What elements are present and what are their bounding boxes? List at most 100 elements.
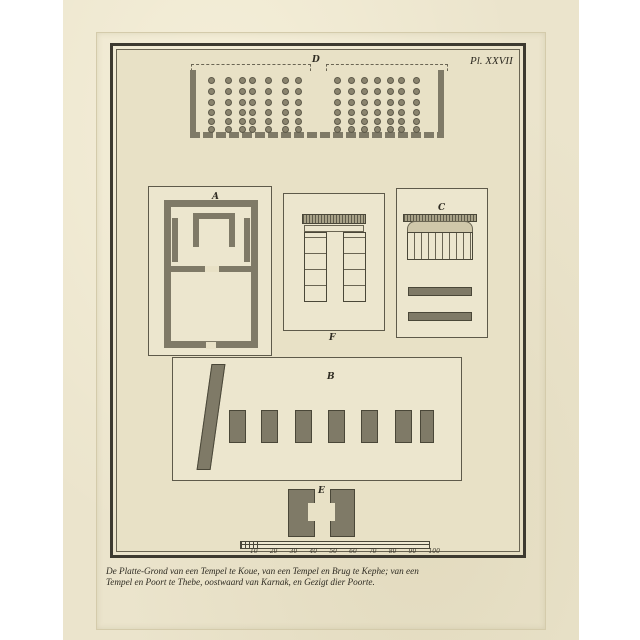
figure-label-f: F bbox=[329, 333, 336, 343]
figure-b-pier bbox=[361, 410, 378, 443]
scale-label: 70 bbox=[368, 548, 377, 555]
column bbox=[334, 126, 341, 133]
column bbox=[295, 99, 302, 106]
column bbox=[413, 88, 420, 95]
column bbox=[374, 77, 381, 84]
figure-b-pier bbox=[328, 410, 345, 443]
scale-label: 30 bbox=[289, 548, 298, 555]
figure-d-north-wall-left bbox=[191, 64, 311, 71]
column bbox=[282, 109, 289, 116]
figure-b-pier bbox=[261, 410, 278, 443]
figure-d-west-wall bbox=[190, 70, 196, 138]
figure-label-e: E bbox=[318, 486, 325, 496]
column bbox=[249, 109, 256, 116]
figure-b-pier bbox=[229, 410, 246, 443]
scale-label: 100 bbox=[428, 548, 440, 555]
column bbox=[265, 99, 272, 106]
plate-number: Pl. XXVII bbox=[470, 55, 513, 67]
figure-b-pier bbox=[395, 410, 412, 443]
column bbox=[282, 77, 289, 84]
column bbox=[398, 126, 405, 133]
scale-label: 50 bbox=[329, 548, 337, 555]
figure-c-wall-plan-2 bbox=[408, 312, 472, 321]
column bbox=[295, 126, 302, 133]
figure-f-sheet bbox=[283, 193, 385, 331]
column bbox=[282, 126, 289, 133]
column bbox=[225, 88, 232, 95]
column bbox=[334, 99, 341, 106]
column bbox=[387, 88, 394, 95]
column bbox=[208, 118, 215, 125]
figure-f-left-pylon bbox=[304, 232, 327, 302]
figure-d-east-wall bbox=[438, 70, 444, 138]
column bbox=[348, 118, 355, 125]
column bbox=[398, 118, 405, 125]
figure-a-west-chamber bbox=[172, 218, 178, 262]
column bbox=[398, 88, 405, 95]
column bbox=[334, 118, 341, 125]
column bbox=[387, 77, 394, 84]
column bbox=[398, 99, 405, 106]
scale-bar-subdivisions bbox=[241, 542, 259, 548]
column bbox=[265, 88, 272, 95]
column bbox=[413, 77, 420, 84]
column bbox=[334, 88, 341, 95]
column bbox=[398, 77, 405, 84]
figure-label-d: D bbox=[312, 55, 320, 65]
column bbox=[225, 126, 232, 133]
figure-c-colonnade bbox=[407, 232, 473, 260]
column bbox=[413, 109, 420, 116]
column bbox=[348, 99, 355, 106]
column bbox=[413, 126, 420, 133]
column bbox=[295, 77, 302, 84]
figure-f-lintel bbox=[304, 225, 364, 232]
figure-a-east-chamber bbox=[244, 218, 250, 262]
column bbox=[348, 77, 355, 84]
figure-c-wall-plan-1 bbox=[408, 287, 472, 296]
figure-a-sanctuary bbox=[193, 213, 235, 247]
column bbox=[249, 126, 256, 133]
column bbox=[225, 77, 232, 84]
figure-label-a: A bbox=[212, 192, 219, 202]
column bbox=[225, 109, 232, 116]
column bbox=[361, 109, 368, 116]
column bbox=[374, 99, 381, 106]
column bbox=[413, 118, 420, 125]
column bbox=[208, 126, 215, 133]
column bbox=[387, 126, 394, 133]
column bbox=[282, 99, 289, 106]
plate-caption: De Platte-Grond van een Tempel te Koue, … bbox=[106, 566, 536, 588]
column bbox=[208, 109, 215, 116]
figure-f-right-pylon bbox=[343, 232, 366, 302]
column bbox=[282, 118, 289, 125]
figure-a-entrance bbox=[206, 342, 216, 349]
column bbox=[208, 77, 215, 84]
column bbox=[348, 109, 355, 116]
figure-label-b: B bbox=[327, 372, 335, 382]
column bbox=[361, 126, 368, 133]
column bbox=[348, 126, 355, 133]
column bbox=[334, 109, 341, 116]
column bbox=[249, 99, 256, 106]
scale-bar bbox=[240, 541, 430, 549]
figure-a-cross-doorway bbox=[205, 266, 219, 272]
column bbox=[282, 88, 289, 95]
scale-label: 80 bbox=[388, 548, 397, 555]
column bbox=[265, 126, 272, 133]
caption-line-2: Tempel en Poort te Thebe, oostwaard van … bbox=[106, 577, 375, 587]
figure-b-pier bbox=[420, 410, 434, 443]
column bbox=[239, 88, 246, 95]
column bbox=[295, 88, 302, 95]
figure-d-south-wall bbox=[190, 132, 444, 138]
column bbox=[265, 109, 272, 116]
column bbox=[239, 109, 246, 116]
plate-mark bbox=[96, 32, 546, 630]
column bbox=[208, 88, 215, 95]
column bbox=[361, 118, 368, 125]
scale-label: 20 bbox=[269, 548, 278, 555]
column bbox=[334, 77, 341, 84]
scale-label: 90 bbox=[408, 548, 417, 555]
figure-label-c: C bbox=[438, 203, 446, 213]
column bbox=[225, 99, 232, 106]
column bbox=[239, 99, 246, 106]
